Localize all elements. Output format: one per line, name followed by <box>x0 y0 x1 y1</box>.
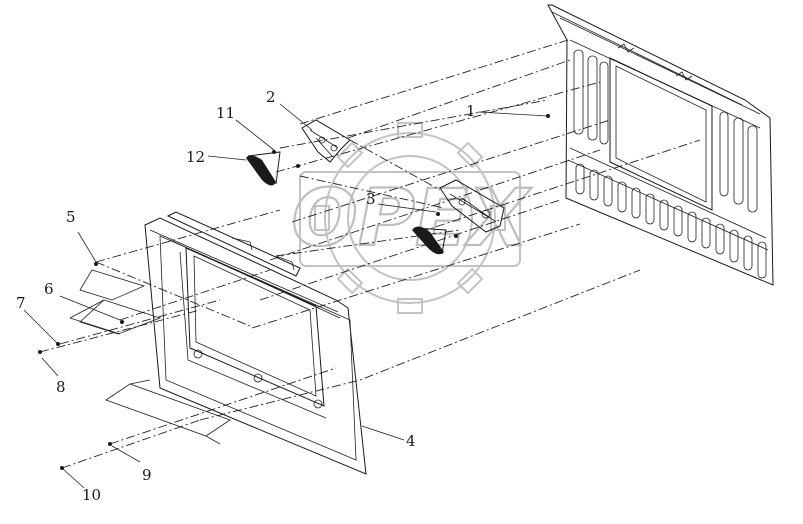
callout-8: 8 <box>56 378 66 396</box>
cap-upper <box>246 151 281 186</box>
bracket-upper <box>301 119 351 163</box>
rear-panel <box>547 4 774 286</box>
callout-labels: 1 2 3 4 5 6 7 8 9 10 11 12 <box>16 88 476 504</box>
callout-12: 12 <box>186 148 205 166</box>
callout-6: 6 <box>44 280 54 298</box>
callout-2: 2 <box>266 88 276 106</box>
callout-9: 9 <box>142 466 152 484</box>
callout-7: 7 <box>16 294 26 312</box>
fasteners <box>38 114 550 470</box>
callout-11: 11 <box>216 104 235 122</box>
callout-5: 5 <box>66 208 76 226</box>
assembly-lines <box>39 39 701 469</box>
bracket-lower <box>439 179 505 233</box>
callout-10: 10 <box>82 486 101 504</box>
callout-3: 3 <box>366 190 376 208</box>
cap-lower <box>412 226 447 255</box>
window-panel <box>144 211 367 475</box>
bracket-lines <box>69 269 231 445</box>
callout-4: 4 <box>406 432 416 450</box>
callout-1: 1 <box>466 102 476 120</box>
leader-lines <box>23 103 549 489</box>
